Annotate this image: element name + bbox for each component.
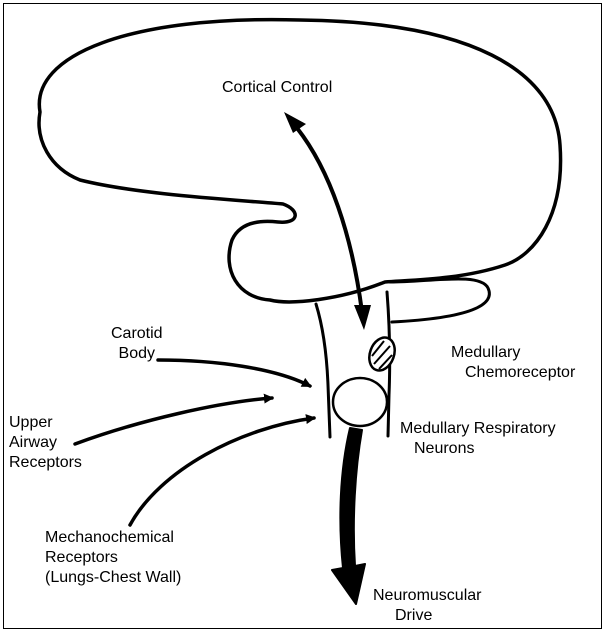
mechanochemical-arrow <box>130 418 314 525</box>
medullary-chemoreceptor-shape <box>365 334 399 374</box>
label-mechanochemical-receptors: Mechanochemical Receptors (Lungs-Chest W… <box>45 528 181 588</box>
cerebrum-outline <box>39 20 560 302</box>
label-upper-airway-receptors: Upper Airway Receptors <box>9 413 82 473</box>
brainstem-left-line <box>316 304 330 437</box>
cortical-arrow-head-bottom <box>354 305 371 330</box>
cerebellum-outline <box>390 279 489 322</box>
cortical-arrow-head-top <box>284 112 306 133</box>
neuromuscular-drive-arrow <box>332 428 365 604</box>
label-neuromuscular-drive: Neuromuscular Drive <box>373 586 481 626</box>
medullary-neurons-circle <box>333 378 387 426</box>
carotid-arrow <box>158 360 310 386</box>
label-cortical-control: Cortical Control <box>222 78 332 98</box>
cortical-arrow-shaft <box>297 128 362 312</box>
label-medullary-chemoreceptor: Medullary Chemoreceptor <box>451 343 575 383</box>
label-medullary-respiratory-neurons: Medullary Respiratory Neurons <box>400 419 556 459</box>
label-carotid-body: Carotid Body <box>111 324 163 364</box>
